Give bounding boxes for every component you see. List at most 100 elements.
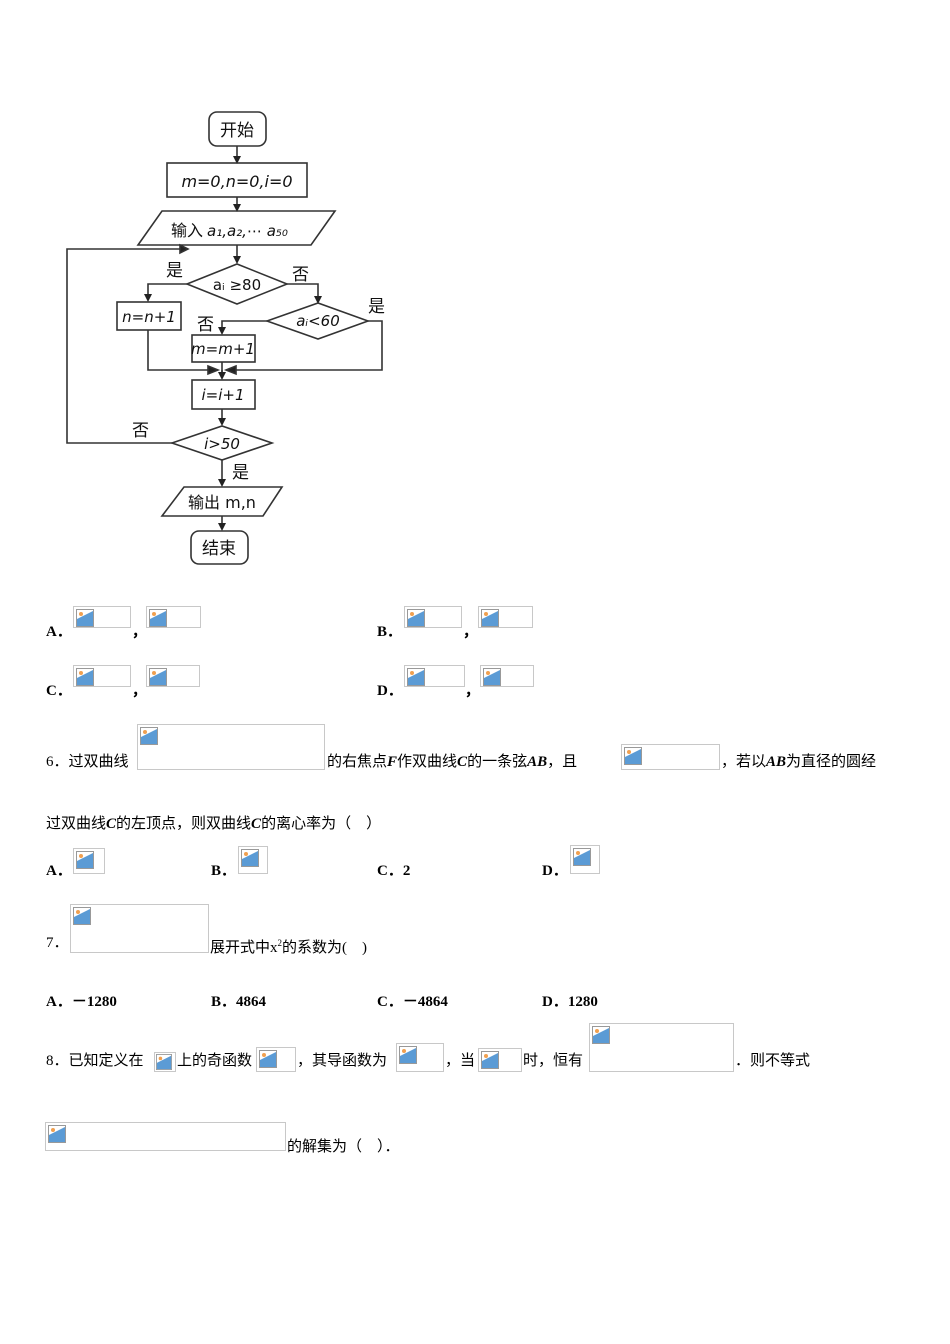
cond1-label: aᵢ ≥80 xyxy=(213,276,261,294)
cond2-label: aᵢ<60 xyxy=(296,312,340,330)
q8-inequality-image xyxy=(589,1023,734,1072)
broken-image-icon xyxy=(573,848,591,866)
q7-option-d: D．1280 xyxy=(542,992,598,1012)
q6-f: F xyxy=(387,754,398,770)
broken-image-icon xyxy=(592,1026,610,1044)
q7-option-b-label: B． xyxy=(211,994,237,1010)
broken-image-icon xyxy=(407,668,425,686)
broken-image-icon xyxy=(76,609,94,627)
q6-ab1: AB xyxy=(527,754,548,770)
q5-option-b: B． xyxy=(377,624,403,640)
step-m-node xyxy=(191,334,256,363)
q8-text-d: ，当 xyxy=(445,1053,476,1069)
q8-target-inequality-image xyxy=(45,1122,286,1151)
q5-a-image-1 xyxy=(73,606,131,628)
broken-image-icon xyxy=(241,849,259,867)
broken-image-icon xyxy=(624,747,642,765)
q6-c1: C xyxy=(457,754,468,770)
q6-line1-g: 为直径的圆经 xyxy=(786,754,877,770)
q6-line2-b: 的左顶点，则双曲线 xyxy=(116,816,252,832)
q8-condition-image xyxy=(478,1048,522,1072)
broken-image-icon xyxy=(483,668,501,686)
broken-image-icon xyxy=(259,1050,277,1068)
q7-option-a: A．－1280 xyxy=(46,992,117,1012)
q7-option-a-value: －1280 xyxy=(71,994,117,1010)
q7-text: 展开式中x2的系数为( ) xyxy=(210,933,367,958)
q5-c-sep: ， xyxy=(132,683,148,699)
q7-option-b: B．4864 xyxy=(211,992,266,1012)
q8-text-g: 的解集为（ ）． xyxy=(287,1139,400,1155)
q7-text-b: 的系数为( ) xyxy=(282,940,368,956)
yes-label-2: 是 xyxy=(368,297,385,317)
q6-option-b: B． xyxy=(211,863,237,879)
q6-line1-c: 作双曲线 xyxy=(397,754,458,770)
q7-sup: 2 xyxy=(277,938,283,948)
q6-line1-a: 6．过双曲线 xyxy=(46,754,129,770)
cond3-node xyxy=(169,425,275,461)
q6-c3: C xyxy=(251,816,262,832)
q7-option-a-label: A． xyxy=(46,994,72,1010)
step-i-node xyxy=(191,379,256,410)
step-i-label: i=i+1 xyxy=(201,386,244,404)
step-n-node xyxy=(116,301,182,331)
q6-line1-rest: 的右焦点F作双曲线C的一条弦AB，且 xyxy=(327,752,577,772)
q7-text-a: 展开式中 xyxy=(210,940,271,956)
input-prefix-label: 输入 xyxy=(171,221,203,240)
q8-function-image xyxy=(256,1047,296,1072)
q6-line1-e: ，且 xyxy=(547,754,578,770)
q6-option-c-value: 2 xyxy=(402,863,411,879)
q6-option-d: D． xyxy=(542,863,568,879)
step-n-label: n=n+1 xyxy=(122,308,176,326)
q7-x: x xyxy=(270,940,278,956)
end-label: 结束 xyxy=(202,539,236,559)
q6-hyperbola-image xyxy=(137,724,325,770)
q5-b-sep: ， xyxy=(463,624,479,640)
q7-option-d-value: 1280 xyxy=(567,994,598,1010)
q7-number: 7． xyxy=(46,935,69,951)
broken-image-icon xyxy=(48,1125,66,1143)
q6-c2: C xyxy=(106,816,117,832)
q7-option-c: C．－4864 xyxy=(377,992,448,1012)
broken-image-icon xyxy=(156,1054,172,1070)
no-label-1: 否 xyxy=(292,265,309,285)
q6-condition-image xyxy=(621,744,720,770)
q8-derivative-image xyxy=(396,1043,444,1072)
broken-image-icon xyxy=(399,1046,417,1064)
q6-line1-end: ，若以AB为直径的圆经 xyxy=(721,752,876,772)
broken-image-icon xyxy=(149,609,167,627)
q6-option-c: C．2 xyxy=(377,861,410,881)
q5-c-image-2 xyxy=(146,665,200,687)
start-label: 开始 xyxy=(220,121,254,141)
q8-text-c: ，其导函数为 xyxy=(297,1053,388,1069)
q6-d-image xyxy=(570,845,600,874)
q5-option-d: D． xyxy=(377,683,403,699)
broken-image-icon xyxy=(76,668,94,686)
q5-a-image-2 xyxy=(146,606,201,628)
broken-image-icon xyxy=(407,609,425,627)
q8-text-a: 8．已知定义在 xyxy=(46,1053,144,1069)
q6-line2-a: 过双曲线 xyxy=(46,816,107,832)
no-label-2: 否 xyxy=(197,315,214,335)
q5-c-image-1 xyxy=(73,665,131,687)
q5-a-sep: ， xyxy=(132,624,148,640)
broken-image-icon xyxy=(73,907,91,925)
q7-option-c-label: C． xyxy=(377,994,403,1010)
q6-line2-c: 的离心率为（ ） xyxy=(261,816,382,832)
q6-line2: 过双曲线C的左顶点，则双曲线C的离心率为（ ） xyxy=(46,814,381,834)
q5-d-image-2 xyxy=(480,665,534,687)
end-node xyxy=(190,530,249,565)
q7-option-c-value: －4864 xyxy=(402,994,448,1010)
q5-b-image-2 xyxy=(478,606,533,628)
q8-domain-image xyxy=(154,1052,176,1072)
init-label: m=0,n=0,i=0 xyxy=(181,172,292,191)
q6-line1-f: ，若以 xyxy=(721,754,767,770)
q6-ab2: AB xyxy=(766,754,787,770)
no-label-3: 否 xyxy=(132,421,149,441)
q6-b-image xyxy=(238,846,268,874)
broken-image-icon xyxy=(140,727,158,745)
flowchart: 开始 m=0,n=0,i=0 输入 a₁,a₂,⋯ a₅₀ aᵢ ≥80 aᵢ<… xyxy=(66,111,385,565)
broken-image-icon xyxy=(76,851,94,869)
q6-line1-b: 的右焦点 xyxy=(327,754,388,770)
output-label: 输出 m,n xyxy=(188,493,256,512)
q8-text-e: 时，恒有 xyxy=(523,1053,584,1069)
